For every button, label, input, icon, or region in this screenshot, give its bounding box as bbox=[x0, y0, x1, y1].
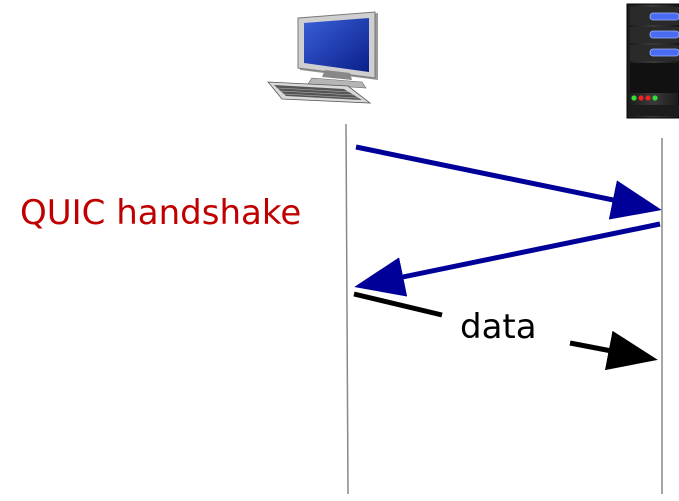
client-timeline bbox=[345, 123, 349, 495]
handshake-arrow-server-to-client bbox=[354, 221, 661, 297]
desktop-computer-icon bbox=[267, 11, 378, 104]
handshake-label: QUIC handshake bbox=[20, 193, 301, 233]
data-arrow-segment-start bbox=[353, 291, 443, 318]
data-arrow-segment-end bbox=[569, 330, 658, 371]
server-tower-icon bbox=[626, 3, 679, 119]
handshake-arrow-client-to-server bbox=[355, 144, 662, 220]
data-label: data bbox=[460, 307, 537, 347]
